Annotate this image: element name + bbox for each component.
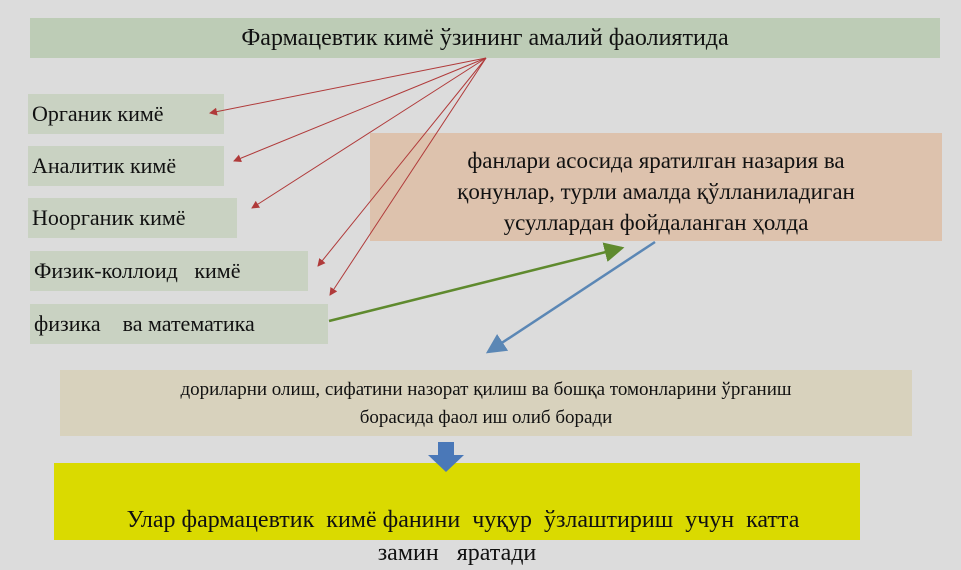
left-item-inorganic: Ноорганик кимё (28, 198, 237, 238)
left-item-label: Ноорганик кимё (32, 205, 186, 230)
theory-line: қонунлар, турли амалда қўлланиладиган (457, 179, 855, 204)
conclusion-box: Улар фармацевтик кимё фанини чуқур ўзлаш… (54, 463, 860, 566)
left-item-physcolloid: Физик-коллоид кимё (30, 251, 308, 291)
activity-box: дориларни олиш, сифатини назорат қилиш в… (60, 370, 912, 436)
activity-line: дориларни олиш, сифатини назорат қилиш в… (180, 379, 792, 400)
left-item-label: Физик-коллоид кимё (34, 258, 241, 283)
blue-arrow (485, 240, 656, 354)
left-item-label: Аналитик кимё (32, 153, 177, 178)
left-item-label: физика ва математика (34, 311, 255, 336)
title-bar: Фармацевтик кимё ўзининг амалий фаолияти… (30, 18, 940, 58)
theory-box: фанлари асосида яратилган назария ва қон… (370, 133, 942, 241)
left-item-physics-math: физика ва математика (30, 304, 328, 344)
conclusion-text: Улар фармацевтик кимё фанини чуқур ўзлаш… (126, 507, 800, 566)
left-item-label: Органик кимё (32, 101, 164, 126)
green-arrow (328, 242, 625, 323)
left-item-analytic: Аналитик кимё (28, 146, 224, 186)
red-arrow-organic (209, 57, 487, 116)
title-text: Фармацевтик кимё ўзининг амалий фаолияти… (241, 24, 729, 51)
activity-line: борасида фаол иш олиб боради (359, 407, 613, 428)
left-item-organic: Органик кимё (28, 94, 224, 134)
theory-line: фанлари асосида яратилган назария ва (467, 148, 845, 173)
theory-line: усуллардан фойдаланган ҳолда (503, 210, 809, 235)
